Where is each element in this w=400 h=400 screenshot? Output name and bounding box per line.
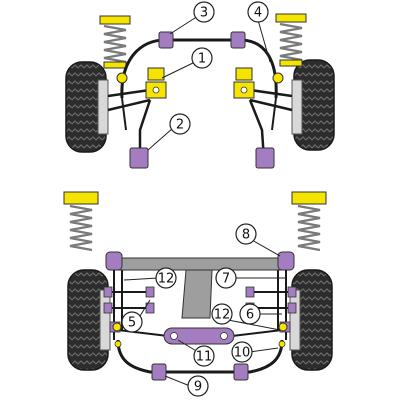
rear-right-spring xyxy=(291,191,327,252)
callout-4: 4 xyxy=(247,1,271,63)
callout-7-label: 7 xyxy=(222,272,230,287)
rear-diff-mount-bush xyxy=(163,327,235,345)
rear-anti-roll-bar xyxy=(116,339,284,374)
rear-right-ball-joint xyxy=(278,322,288,332)
front-wishbone-bush-right xyxy=(233,67,255,99)
rear-subframe-centre xyxy=(181,269,213,319)
callout-5-label: 5 xyxy=(128,316,136,331)
rear-subframe-bush-right xyxy=(277,251,295,271)
callout-9: 9 xyxy=(164,375,209,397)
callout-9-label: 9 xyxy=(194,380,202,395)
callout-11: 11 xyxy=(177,339,215,367)
rear-subframe-crossmember xyxy=(111,257,289,271)
callout-4-label: 4 xyxy=(254,6,262,21)
front-rear-wishbone-bush-left xyxy=(129,147,149,169)
front-roll-bar-bush-left xyxy=(158,31,174,49)
front-rear-wishbone-bush-right xyxy=(255,147,275,169)
rear-diff-mount-bolt-right xyxy=(220,332,228,340)
callout-1-label: 1 xyxy=(198,52,206,67)
front-right-wheel xyxy=(291,59,335,151)
callout-1: 1 xyxy=(161,47,213,79)
callout-8: 8 xyxy=(235,223,281,257)
callout-3-label: 3 xyxy=(200,6,208,21)
callout-2: 2 xyxy=(147,113,191,151)
front-axle xyxy=(65,13,335,169)
callout-3: 3 xyxy=(169,1,215,35)
callout-2-label: 2 xyxy=(176,118,184,133)
callout-5: 5 xyxy=(121,299,151,333)
callout-11-label: 11 xyxy=(196,350,213,365)
rear-right-drop-link-joint xyxy=(278,340,286,348)
rear-roll-bar-bush-right xyxy=(233,363,249,381)
callout-7: 7 xyxy=(215,267,286,289)
rear-left-ball-joint xyxy=(112,322,122,332)
rear-right-wheel xyxy=(289,269,333,371)
callout-12-lower: 12 xyxy=(211,303,281,331)
front-roll-bar-bush-right xyxy=(230,31,246,49)
front-left-wheel xyxy=(65,61,109,153)
callout-10: 10 xyxy=(231,341,279,363)
rear-left-arms xyxy=(108,270,169,340)
front-wishbone-bush-left xyxy=(145,67,167,99)
rear-left-spring xyxy=(63,191,99,252)
rear-axle xyxy=(63,191,333,381)
rear-subframe-bush-left xyxy=(105,251,123,271)
front-anti-roll-bar xyxy=(120,38,278,99)
callout-12-upper-label: 12 xyxy=(158,272,175,287)
front-right-ball-joint xyxy=(272,72,284,84)
rear-diff-mount-bolt-left xyxy=(170,332,178,340)
front-right-drop-link xyxy=(271,97,277,131)
rear-left-wheel xyxy=(67,269,111,371)
callout-8-label: 8 xyxy=(242,228,250,243)
callout-layer: 1 2 3 4 5 6 7 xyxy=(121,1,286,397)
callout-10-label: 10 xyxy=(234,346,251,361)
callout-6-label: 6 xyxy=(246,308,254,323)
rear-roll-bar-bush-left xyxy=(151,363,167,381)
front-left-ball-joint xyxy=(116,72,128,84)
callout-12-lower-label: 12 xyxy=(214,308,231,323)
callout-12-upper: 12 xyxy=(123,267,177,289)
rear-left-drop-link-joint xyxy=(114,340,122,348)
front-left-spring xyxy=(99,15,131,69)
front-left-drop-link xyxy=(121,97,127,131)
front-right-spring xyxy=(275,13,307,67)
